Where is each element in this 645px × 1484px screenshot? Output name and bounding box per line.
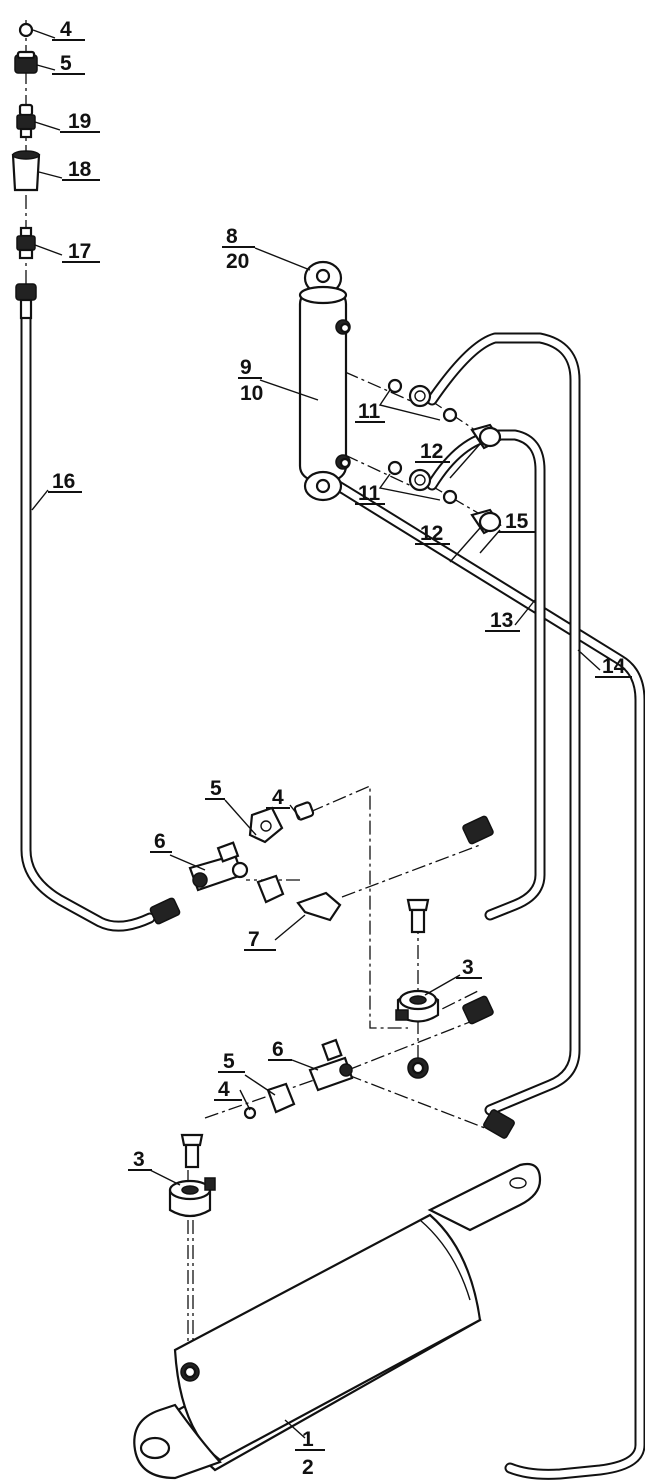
callout-5-mid: 5 (210, 777, 222, 800)
coupling-18 (11, 153, 41, 192)
fitting-stack-top (11, 22, 41, 320)
callout-7: 7 (248, 928, 260, 951)
main-cylinder-1 (133, 1057, 542, 1480)
callout-16: 16 (52, 470, 75, 493)
callout-5-low: 5 (223, 1050, 235, 1073)
callout-10: 10 (240, 382, 263, 405)
fittings-11-12-lower (387, 460, 502, 535)
adapter-17 (19, 226, 33, 238)
callout-4-low: 4 (218, 1078, 230, 1101)
cylinder-body-9 (298, 288, 348, 482)
tee-group-upper (149, 801, 494, 925)
ring-4-low (243, 1106, 257, 1120)
leader-lines (31, 29, 601, 1439)
banjo-3-low (168, 1133, 216, 1218)
callout-2: 2 (302, 1456, 314, 1479)
callout-11-lower: 11 (358, 482, 381, 505)
pipe-16 (20, 309, 156, 932)
callout-19: 19 (68, 110, 91, 133)
callout-12-lower: 12 (420, 522, 443, 545)
callout-4-mid: 4 (272, 786, 284, 809)
adapter-19 (18, 103, 34, 117)
fittings-11-12-upper (387, 378, 502, 450)
ring-4-mid (293, 801, 315, 821)
callout-5-top: 5 (60, 52, 72, 75)
callout-labels: 4 5 19 18 17 16 15 8 20 9 10 11 12 11 12… (48, 18, 632, 1479)
tee-group-lower (243, 1038, 354, 1120)
nut-5-mid (248, 806, 284, 844)
callout-8: 8 (226, 225, 238, 248)
callout-3-low: 3 (133, 1148, 145, 1171)
small-cylinder-9 (298, 260, 351, 502)
callout-12-upper: 12 (420, 440, 443, 463)
callout-13: 13 (490, 609, 513, 632)
callout-9: 9 (240, 356, 252, 379)
pipe-13 (426, 429, 546, 921)
callout-17: 17 (68, 240, 91, 263)
callout-15: 15 (505, 510, 529, 533)
callout-14: 14 (602, 655, 626, 678)
o-ring-4-top (18, 22, 34, 38)
callout-3-mid: 3 (462, 956, 474, 979)
callout-11-upper: 11 (358, 400, 381, 423)
callout-6-low: 6 (272, 1038, 284, 1061)
pipe-16-nut (15, 283, 37, 301)
callout-20: 20 (226, 250, 249, 273)
callout-6-mid: 6 (154, 830, 166, 853)
pipe-14 (426, 332, 581, 1116)
clevis-end (133, 1403, 222, 1480)
elbow-7 (296, 891, 342, 922)
nut-5-low (266, 1082, 296, 1114)
callout-18: 18 (68, 158, 92, 181)
banjo-3-mid (395, 898, 494, 1025)
callout-4-top: 4 (60, 18, 72, 41)
callout-1: 1 (302, 1428, 314, 1451)
